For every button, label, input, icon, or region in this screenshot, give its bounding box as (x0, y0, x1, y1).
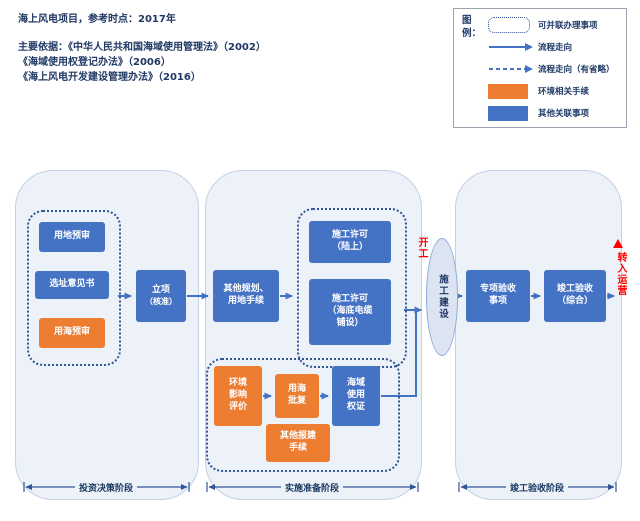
phase-acceptance-container (455, 170, 622, 500)
basis-line-2: 《海域使用权登记办法》（2006） (18, 57, 171, 68)
node-sea-use-right: 海域 使用 权证 (332, 366, 380, 426)
node-project-approval-main: 立项 (151, 284, 170, 295)
node-land-preapproval: 用地预审 (39, 222, 105, 252)
legend-item-flow-abbrev: 流程走向（有省略） (488, 58, 622, 80)
basis-line-1: 主要依据：《中华人民共和国海域使用管理法》（2002） (18, 42, 266, 53)
legend-item-label: 其他关联事项 (538, 109, 590, 119)
node-construction-label: 施工建设 (437, 274, 448, 320)
legend: 图 例： 可并联办理事项 流程走向 流程走向（有省略） 环境相关手续 (453, 8, 627, 128)
node-other-planning: 其他规划、 用地手续 (213, 270, 279, 322)
legend-title: 图 例： (462, 15, 482, 39)
label-to-operation: 转入运营 (615, 252, 626, 296)
phase-label-investment: 投资决策阶段 (74, 481, 138, 494)
phase-label-acceptance: 竣工验收阶段 (505, 481, 569, 494)
node-project-approval-sub: （核准） (145, 296, 177, 306)
legend-item-label: 可并联办理事项 (538, 21, 598, 31)
dotted-box-icon (488, 17, 530, 33)
node-project-approval: 立项 （核准） (136, 270, 186, 322)
node-eia: 环境 影响 评价 (214, 366, 262, 426)
page-title: 海上风电项目，参考时点：2017年 (18, 14, 176, 25)
label-start-construction: 开工 (416, 237, 427, 259)
legend-item-flow: 流程走向 (488, 36, 622, 58)
legend-item-label: 流程走向（有省略） (538, 65, 615, 75)
node-other-filing: 其他报建 手续 (266, 424, 330, 462)
orange-box-icon (488, 83, 528, 99)
legend-item-label: 流程走向 (538, 43, 573, 53)
parallel-group-environment (206, 358, 400, 472)
basis-line-3: 《海上风电开发建设管理办法》（2016） (18, 72, 201, 83)
dashed-arrow-icon (489, 65, 533, 73)
phase-label-preparation: 实施准备阶段 (280, 481, 344, 494)
node-special-acceptance: 专项验收 事项 (466, 270, 530, 322)
legend-item-environment: 环境相关手续 (488, 80, 622, 102)
legend-item-parallel: 可并联办理事项 (488, 14, 622, 36)
legend-item-label: 环境相关手续 (538, 87, 590, 97)
solid-arrow-icon (489, 43, 533, 51)
node-site-opinion: 选址意见书 (35, 271, 109, 299)
node-completion-acceptance: 竣工验收 （综合） (544, 270, 606, 322)
parallel-group-preapproval (27, 210, 121, 366)
blue-box-icon (488, 105, 528, 121)
node-sea-preapproval: 用海预审 (39, 318, 105, 348)
legend-rows: 可并联办理事项 流程走向 流程走向（有省略） 环境相关手续 其他关联事项 (488, 14, 622, 124)
legend-item-other: 其他关联事项 (488, 102, 622, 124)
node-construction-permit-cable: 施工许可 （海底电缆 铺设） (309, 279, 391, 345)
node-sea-use-reply: 用海 批复 (275, 374, 319, 418)
node-construction: 施工建设 (426, 238, 458, 356)
node-construction-permit-land: 施工许可 （陆上） (309, 221, 391, 263)
